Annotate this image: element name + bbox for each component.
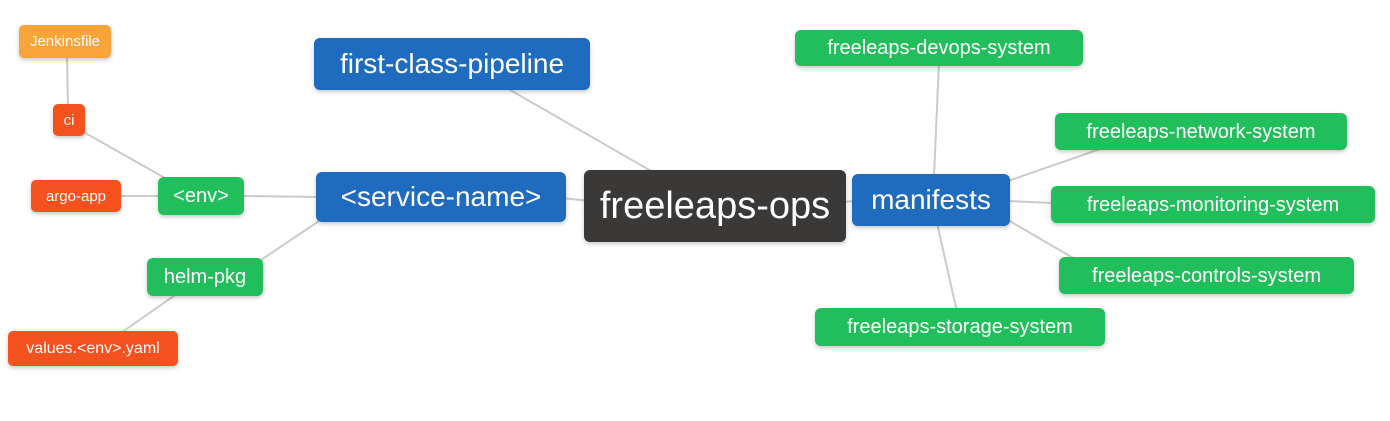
node-argo-app[interactable]: argo-app <box>31 180 121 212</box>
node-monitoring-system[interactable]: freeleaps-monitoring-system <box>1051 186 1375 223</box>
node-storage-system[interactable]: freeleaps-storage-system <box>815 308 1105 346</box>
node-env[interactable]: <env> <box>158 177 244 215</box>
edge-manifests-storage <box>936 222 958 313</box>
edge-manifests-network <box>1007 147 1104 182</box>
edge-helm-pkg-values-yaml <box>117 292 179 336</box>
node-freeleaps-ops-root[interactable]: freeleaps-ops <box>584 170 846 242</box>
node-service-name[interactable]: <service-name> <box>316 172 566 222</box>
edge-env-service-name <box>239 195 321 198</box>
edge-manifests-devops <box>933 60 940 178</box>
node-ci[interactable]: ci <box>53 104 85 136</box>
node-helm-pkg[interactable]: helm-pkg <box>147 258 263 296</box>
node-controls-system[interactable]: freeleaps-controls-system <box>1059 257 1354 294</box>
edge-service-name-helm-pkg <box>257 218 323 263</box>
edge-jenkinsfile-ci <box>66 54 69 111</box>
node-values-env-yaml[interactable]: values.<env>.yaml <box>8 331 178 366</box>
edge-pipeline-root <box>504 86 659 176</box>
edge-ci-env <box>79 129 173 183</box>
node-network-system[interactable]: freeleaps-network-system <box>1055 113 1347 150</box>
node-first-class-pipeline[interactable]: first-class-pipeline <box>314 38 590 90</box>
node-jenkinsfile[interactable]: Jenkinsfile <box>19 25 111 58</box>
node-devops-system[interactable]: freeleaps-devops-system <box>795 30 1083 66</box>
node-manifests[interactable]: manifests <box>852 174 1010 226</box>
edge-manifests-monitoring <box>1007 200 1055 204</box>
edge-manifests-controls <box>1007 219 1081 263</box>
